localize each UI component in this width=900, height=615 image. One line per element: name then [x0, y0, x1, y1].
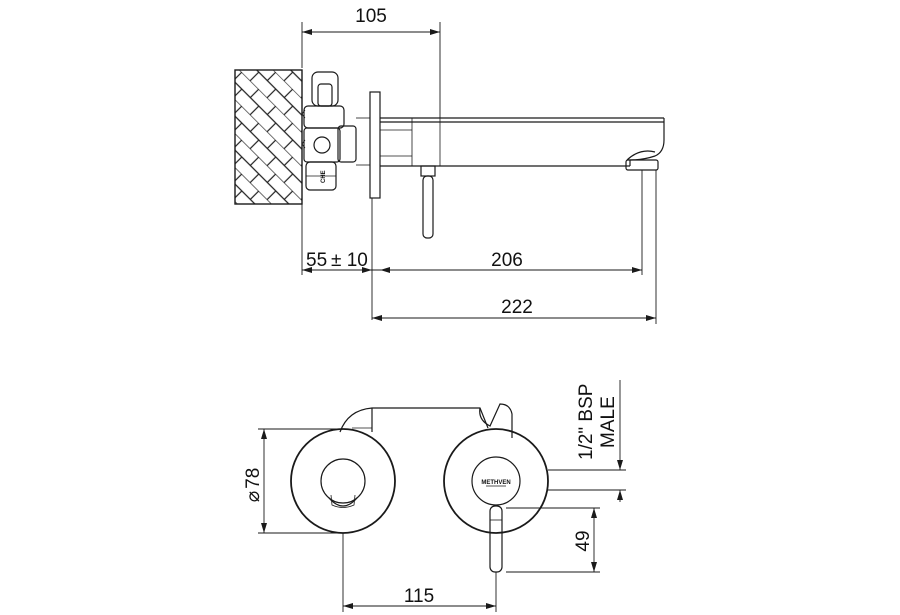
dim-spout-projection: 206 — [372, 170, 643, 275]
dim-center-spacing: 115 — [342, 533, 497, 612]
dim-lever-offset: 49 — [506, 507, 600, 573]
lever — [420, 165, 436, 239]
dim-lever-offset-label: 49 — [573, 530, 594, 551]
valve-body: CHE — [301, 71, 357, 191]
side-view: CHE — [234, 6, 665, 324]
dim-plate-diameter: ⌀78 — [243, 428, 343, 534]
dim-thread: 1/2" BSP MALE — [548, 380, 626, 502]
dim-top-width: 105 — [301, 6, 441, 118]
dim-center-spacing-label: 115 — [404, 586, 434, 607]
dim-top-width-label: 105 — [355, 6, 387, 27]
mixer-plate: METHVEN — [443, 428, 549, 573]
dim-spout-projection-label: 206 — [491, 250, 523, 271]
thread-line1: 1/2" BSP — [576, 384, 597, 460]
dim-wall-gap-label: 55 — [306, 250, 327, 271]
valve-mark: CHE — [321, 170, 327, 183]
brand-label: METHVEN — [481, 480, 510, 486]
dim-total-length-label: 222 — [501, 297, 533, 318]
spout-front — [339, 403, 513, 438]
spout-plate — [290, 428, 396, 534]
dim-wall-gap-tolerance: ± 10 — [331, 250, 368, 271]
dim-total-length: 222 — [372, 170, 657, 324]
dim-wall-gap: 55 ± 10 — [301, 198, 373, 320]
thread-line2: MALE — [598, 396, 619, 448]
wall-section — [234, 69, 303, 205]
wall-plate — [369, 91, 381, 199]
dim-plate-diameter-label: ⌀78 — [243, 468, 264, 503]
spout — [380, 117, 665, 171]
front-view: METHVEN ⌀78 115 — [243, 380, 626, 612]
